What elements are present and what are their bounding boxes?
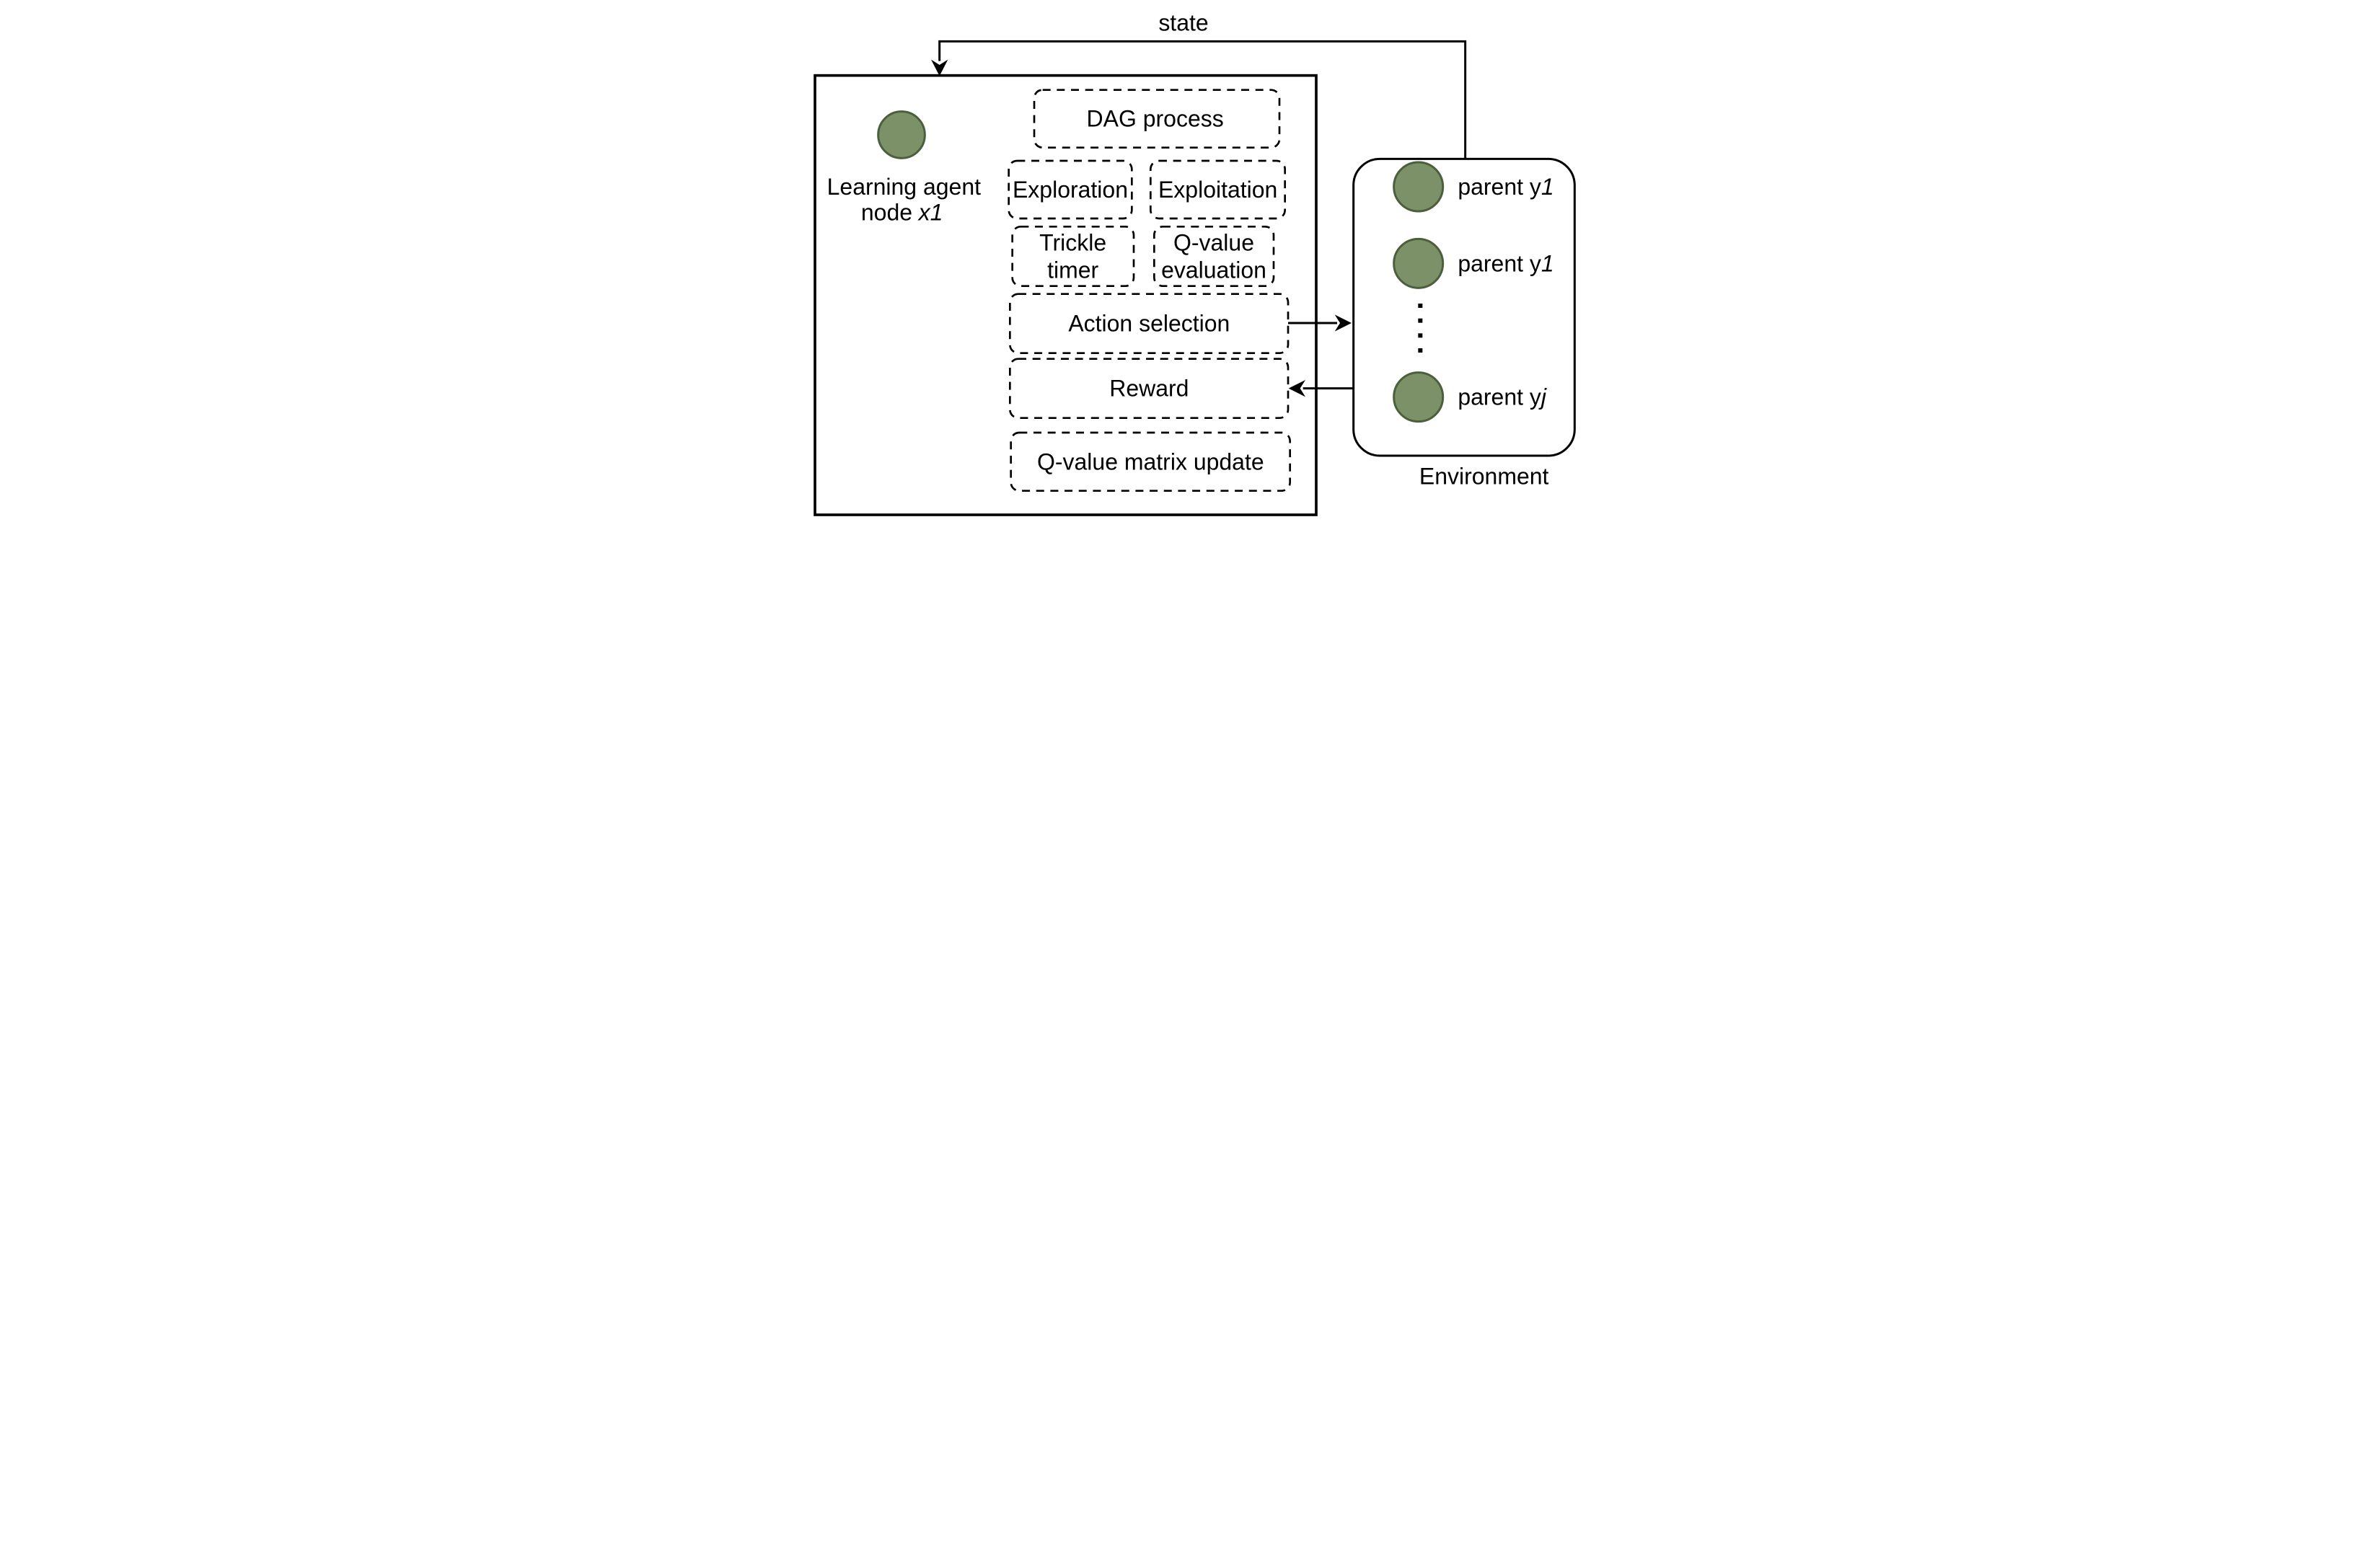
- parent-node-circle-1: [1393, 161, 1445, 213]
- rl-agent-environment-diagram: state Learning agent nodex1 DAG process …: [793, 0, 1587, 530]
- action-to-environment-arrowhead-icon: [1334, 314, 1352, 332]
- trickle-timer-label-line1: Trickle: [1039, 229, 1106, 255]
- exploration-label: Exploration: [1013, 177, 1128, 203]
- environment-to-reward-arrowhead-icon: [1288, 379, 1305, 397]
- parent-y1-label-2: parent y1: [1458, 250, 1553, 276]
- environment-label: Environment: [1419, 463, 1549, 489]
- parent-y1-label-1-prefix: parent y: [1458, 174, 1541, 200]
- environment-box: [1352, 157, 1576, 457]
- learning-agent-node-circle: [877, 110, 926, 159]
- dag-process-label: DAG process: [1087, 106, 1224, 132]
- learning-agent-label-line2: nodex1: [861, 200, 943, 226]
- parent-y1-label-1: parent y1: [1458, 174, 1553, 200]
- exploitation-label: Exploitation: [1158, 177, 1277, 203]
- q-value-matrix-update-box: [1010, 431, 1291, 492]
- parent-y1-label-2-suffix: 1: [1541, 250, 1554, 276]
- node-variable: x1: [917, 200, 943, 226]
- q-value-evaluation-label-line2: evaluation: [1161, 257, 1266, 283]
- state-feedback-line: [938, 40, 1467, 159]
- learning-agent-label-line1: Learning agent: [827, 174, 982, 200]
- parent-node-circle-2: [1393, 237, 1445, 289]
- parent-node-circle-j: [1393, 371, 1445, 423]
- vertical-ellipsis-icon: [1418, 303, 1423, 353]
- parent-y1-label-1-suffix: 1: [1541, 174, 1554, 200]
- parent-yj-label-prefix: parent y: [1458, 384, 1541, 410]
- action-selection-box: [1009, 293, 1290, 354]
- state-label: state: [1158, 9, 1208, 35]
- parent-yj-label: parent yj: [1458, 384, 1547, 410]
- node-word: node: [861, 200, 912, 226]
- action-selection-label: Action selection: [1068, 311, 1230, 337]
- parent-y1-label-2-prefix: parent y: [1458, 250, 1541, 276]
- trickle-timer-box: [1011, 225, 1135, 287]
- q-value-matrix-update-label: Q-value matrix update: [1037, 448, 1264, 474]
- q-value-evaluation-label-line1: Q-value: [1173, 229, 1254, 255]
- exploration-box: [1008, 159, 1133, 220]
- state-arrowhead-icon: [931, 59, 948, 76]
- reward-label: Reward: [1109, 376, 1189, 402]
- reward-box: [1009, 358, 1290, 419]
- trickle-timer-label-line2: timer: [1047, 257, 1098, 283]
- dag-process-box: [1033, 89, 1281, 149]
- exploitation-box: [1150, 159, 1286, 220]
- diagram-canvas: state Learning agent nodex1 DAG process …: [814, 9, 1576, 516]
